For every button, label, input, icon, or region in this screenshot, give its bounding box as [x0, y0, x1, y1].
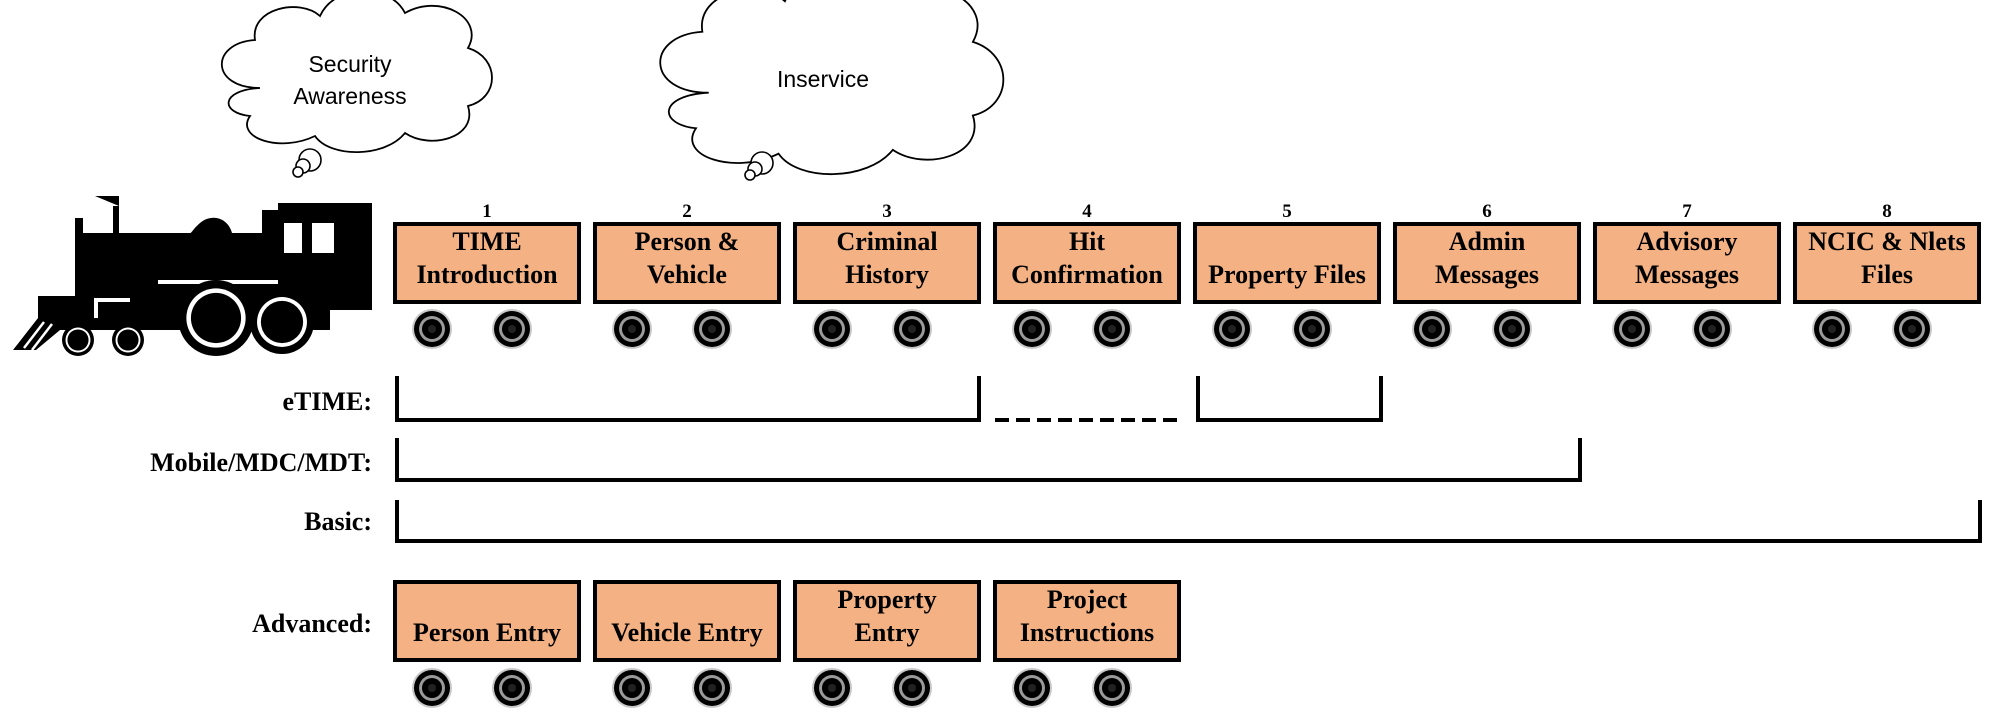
wheel-icon	[812, 668, 852, 708]
wheel-icon	[812, 309, 852, 349]
track-label: eTIME:	[282, 387, 372, 416]
track-bracket	[395, 438, 1582, 482]
advanced-label: Advanced:	[252, 609, 372, 638]
advanced-cars: Advanced: Person Entry Vehicle Entry Proper…	[252, 580, 1181, 708]
car-label: Introduction	[416, 260, 558, 289]
car-number: 6	[1482, 201, 1492, 222]
wheel-icon	[892, 668, 932, 708]
car-label: Messages	[1635, 260, 1739, 289]
track-brackets: eTIME: Mobile/MDC/MDT: Basic:	[150, 376, 1982, 543]
car-label: Property Files	[1208, 260, 1366, 289]
car-number: 5	[1282, 201, 1292, 222]
wheel-icon	[1412, 309, 1452, 349]
car-label: Vehicle Entry	[611, 618, 762, 647]
car-box	[1393, 222, 1581, 304]
wheel-icon	[1092, 309, 1132, 349]
car-number: 8	[1882, 201, 1892, 222]
wheel-icon	[692, 668, 732, 708]
car-box	[393, 222, 581, 304]
track-bracket	[1196, 376, 1383, 422]
car-label: Files	[1861, 260, 1913, 289]
car-label: TIME	[452, 227, 521, 256]
track-label: Basic:	[304, 507, 372, 536]
car-label: Criminal	[836, 227, 937, 256]
wheel-icon	[412, 668, 452, 708]
car-label: Person &	[635, 227, 740, 256]
cloud-text: Security	[308, 51, 392, 77]
cloud-text: Inservice	[777, 66, 869, 92]
car-label: Vehicle	[647, 260, 727, 289]
car-box	[1193, 222, 1381, 304]
wheel-icon	[1012, 668, 1052, 708]
car-number: 4	[1082, 201, 1092, 222]
track-bracket	[395, 376, 981, 422]
car-label: Messages	[1435, 260, 1539, 289]
wheel-icon	[1612, 309, 1652, 349]
wheel-icon	[892, 309, 932, 349]
wheel-icon	[1692, 309, 1732, 349]
wheel-icon	[1092, 668, 1132, 708]
wheel-icon	[412, 309, 452, 349]
thought-cloud: Inservice	[659, 0, 1005, 181]
car-label: History	[845, 260, 929, 289]
car-label: Person Entry	[413, 618, 561, 647]
car-label: Property	[837, 585, 936, 614]
car-label: Entry	[855, 618, 920, 647]
locomotive-icon	[13, 196, 372, 356]
wheel-icon	[692, 309, 732, 349]
wheel-icon	[1212, 309, 1252, 349]
course-car: Property Files	[1193, 222, 1381, 349]
car-box	[993, 580, 1181, 662]
car-box	[793, 580, 981, 662]
car-number: 7	[1682, 201, 1692, 222]
car-number: 1	[482, 201, 492, 222]
car-label: NCIC & Nlets	[1808, 227, 1965, 256]
wheel-icon	[612, 668, 652, 708]
car-number: 3	[882, 201, 892, 222]
car-label: Advisory	[1636, 227, 1737, 256]
wheel-icon	[1812, 309, 1852, 349]
car-number: 2	[682, 201, 692, 222]
car-box	[993, 222, 1181, 304]
wheel-icon	[492, 668, 532, 708]
wheel-icon	[1292, 309, 1332, 349]
track-bracket	[395, 500, 1982, 543]
car-box	[393, 580, 581, 662]
wheel-icon	[612, 309, 652, 349]
wheel-icon	[1492, 309, 1532, 349]
car-box	[793, 222, 981, 304]
car-label: Admin	[1449, 227, 1526, 256]
car-label: Project	[1047, 585, 1128, 614]
course-car: TIME Introduction	[393, 222, 581, 349]
car-label: Instructions	[1020, 618, 1154, 647]
car-box	[593, 580, 781, 662]
car-box	[1793, 222, 1981, 304]
car-label: Confirmation	[1011, 260, 1163, 289]
advanced-car: Person Entry	[393, 580, 581, 708]
course-car: Person & Vehicle	[593, 222, 781, 349]
advanced-car: Vehicle Entry	[593, 580, 781, 708]
cloud-text: Awareness	[293, 83, 406, 109]
wheel-icon	[492, 309, 532, 349]
wheel-icon	[1012, 309, 1052, 349]
car-label: Hit	[1069, 227, 1105, 256]
car-box	[1593, 222, 1781, 304]
car-box	[593, 222, 781, 304]
track-label: Mobile/MDC/MDT:	[150, 448, 372, 477]
wheel-icon	[1892, 309, 1932, 349]
